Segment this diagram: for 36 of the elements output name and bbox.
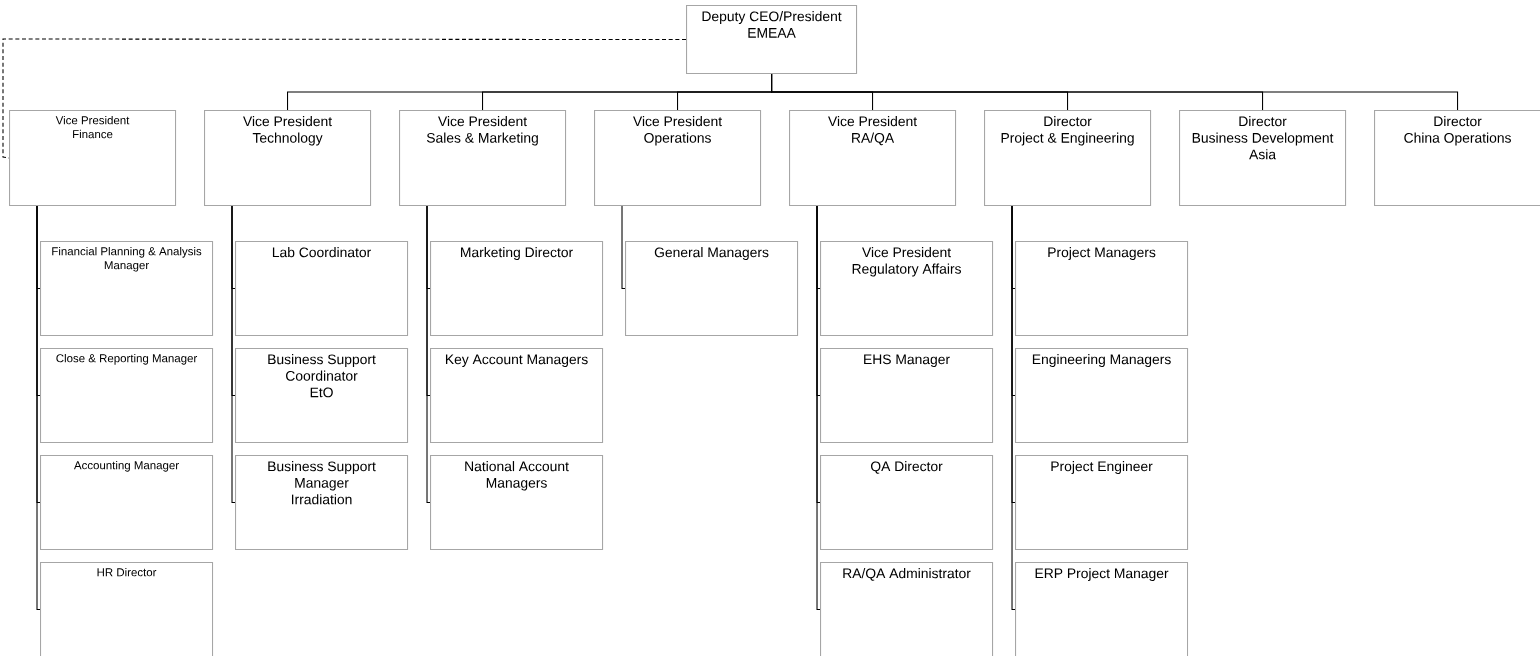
org-box: Lab Coordinator — [235, 241, 409, 337]
org-box: Vice President RA/QA — [789, 110, 957, 206]
org-box: Accounting Manager — [40, 455, 214, 551]
org-box: Director Project & Engineering — [984, 110, 1152, 206]
connector-line — [1011, 205, 1016, 611]
org-box: RA/QA Administrator — [820, 562, 994, 656]
org-box: General Managers — [625, 241, 799, 337]
org-box: Project Managers — [1015, 241, 1189, 337]
org-box: Vice President Regulatory Affairs — [820, 241, 994, 337]
connector-line — [426, 205, 431, 504]
org-box: Business Support Manager Irradiation — [235, 455, 409, 551]
connector-line — [771, 73, 1459, 111]
org-box: Marketing Director — [430, 241, 604, 337]
org-box: Vice President Operations — [594, 110, 762, 206]
org-box: Director Business Development Asia — [1179, 110, 1347, 206]
org-box: National Account Managers — [430, 455, 604, 551]
org-box: Engineering Managers — [1015, 348, 1189, 444]
connector-line — [816, 205, 821, 611]
org-box: QA Director — [820, 455, 994, 551]
org-box: Deputy CEO/President EMEAA — [686, 5, 858, 75]
org-box: EHS Manager — [820, 348, 994, 444]
org-box: Vice President Technology — [204, 110, 372, 206]
connector-line — [2, 38, 687, 159]
org-box: Close & Reporting Manager — [40, 348, 214, 444]
connector-line — [231, 205, 236, 504]
connector-line — [621, 205, 626, 290]
org-box: HR Director — [40, 562, 214, 656]
org-box: Vice President Finance — [9, 110, 177, 206]
org-box: Financial Planning & Analysis Manager — [40, 241, 214, 337]
org-box: Director China Operations — [1374, 110, 1540, 206]
org-box: Key Account Managers — [430, 348, 604, 444]
connector-line — [36, 205, 41, 611]
org-box: Business Support Coordinator EtO — [235, 348, 409, 444]
org-box: Project Engineer — [1015, 455, 1189, 551]
org-box: Vice President Sales & Marketing — [399, 110, 567, 206]
org-box: ERP Project Manager — [1015, 562, 1189, 656]
